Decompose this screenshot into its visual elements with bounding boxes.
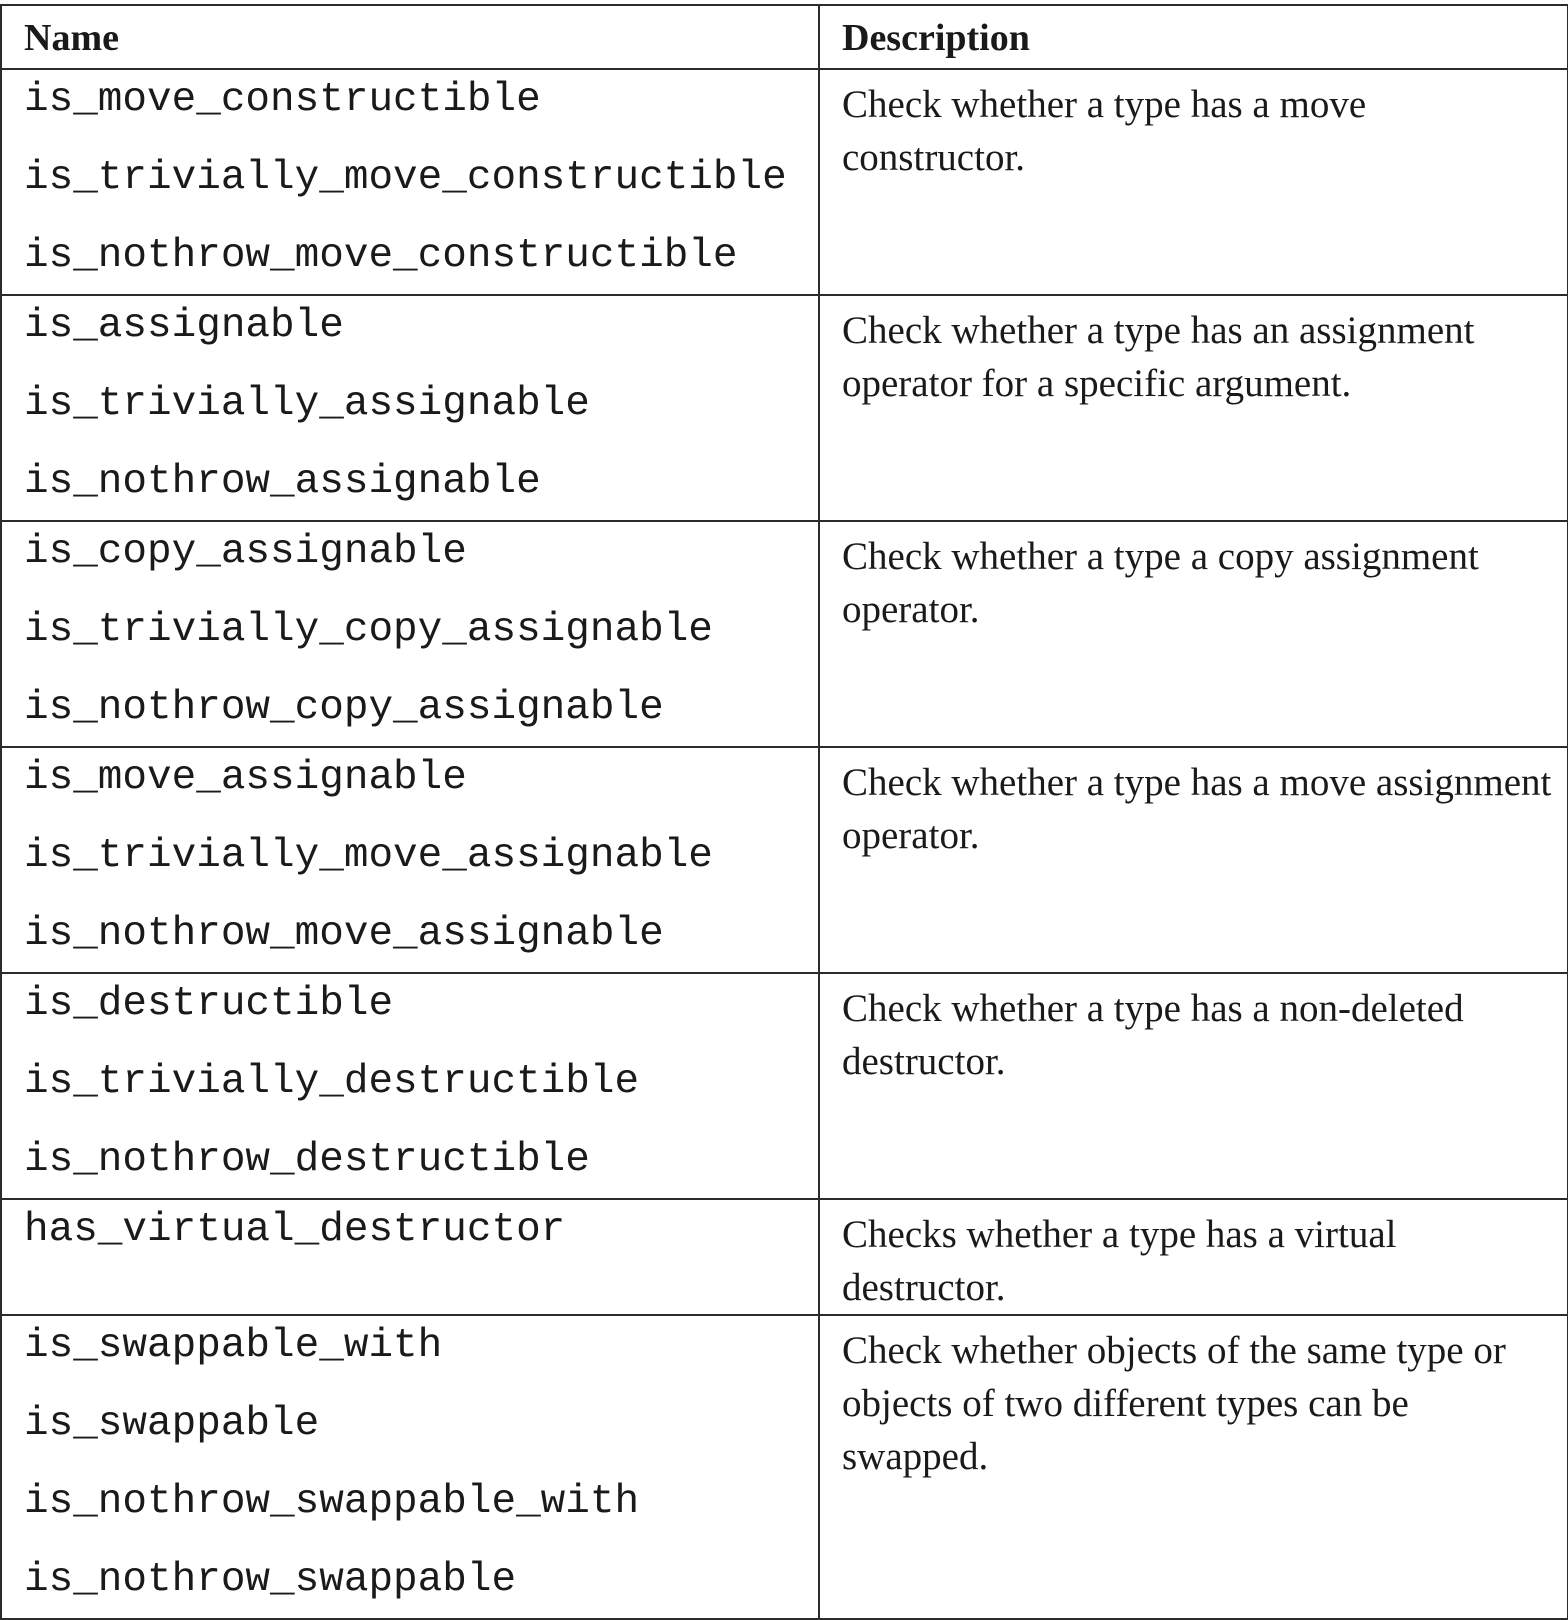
trait-name: is_nothrow_destructible <box>24 1137 590 1183</box>
trait-name: is_nothrow_swappable_with <box>24 1479 640 1525</box>
name-cell: has_virtual_destructor <box>0 1198 820 1316</box>
trait-name: is_move_constructible <box>24 77 541 123</box>
trait-name: is_destructible <box>24 981 394 1027</box>
description-cell: Checks whether a type has a virtual dest… <box>818 1198 1568 1316</box>
trait-name: is_trivially_copy_assignable <box>24 607 713 653</box>
trait-name: is_nothrow_move_constructible <box>24 233 738 279</box>
trait-name: is_nothrow_swappable <box>24 1557 517 1603</box>
name-cell: is_destructible is_trivially_destructibl… <box>0 972 820 1200</box>
description-column-header: Description <box>818 4 1568 70</box>
description-cell: Check whether objects of the same type o… <box>818 1314 1568 1620</box>
header-row: Name Description <box>0 4 1568 70</box>
trait-name: is_trivially_move_assignable <box>24 833 713 879</box>
table-row: is_move_constructible is_trivially_move_… <box>0 68 1568 296</box>
trait-description: Check whether objects of the same type o… <box>842 1329 1506 1478</box>
type-traits-table: Name Description is_move_constructible i… <box>0 4 1568 1620</box>
description-cell: Check whether a type has a move construc… <box>818 68 1568 296</box>
trait-description: Check whether a type has a move assignme… <box>842 761 1552 857</box>
trait-description: Checks whether a type has a virtual dest… <box>842 1213 1397 1309</box>
name-cell: is_assignable is_trivially_assignable is… <box>0 294 820 522</box>
trait-description: Check whether a type has a move construc… <box>842 83 1367 179</box>
name-cell: is_swappable_with is_swappable is_nothro… <box>0 1314 820 1620</box>
trait-name: is_swappable <box>24 1401 320 1447</box>
trait-description: Check whether a type has a non-deleted d… <box>842 987 1464 1083</box>
trait-name: is_trivially_assignable <box>24 381 590 427</box>
trait-description: Check whether a type has an assignment o… <box>842 309 1475 405</box>
trait-name: is_nothrow_copy_assignable <box>24 685 664 731</box>
trait-name: is_nothrow_assignable <box>24 459 541 505</box>
name-column-header: Name <box>0 4 820 70</box>
name-cell: is_move_constructible is_trivially_move_… <box>0 68 820 296</box>
trait-name: is_move_assignable <box>24 755 467 801</box>
description-cell: Check whether a type has a non-deleted d… <box>818 972 1568 1200</box>
description-cell: Check whether a type has a move assignme… <box>818 746 1568 974</box>
trait-name: is_nothrow_move_assignable <box>24 911 664 957</box>
table-row: is_move_assignable is_trivially_move_ass… <box>0 746 1568 974</box>
table-row: is_destructible is_trivially_destructibl… <box>0 972 1568 1200</box>
table-row: is_swappable_with is_swappable is_nothro… <box>0 1314 1568 1620</box>
name-cell: is_copy_assignable is_trivially_copy_ass… <box>0 520 820 748</box>
trait-name: is_copy_assignable <box>24 529 467 575</box>
table-row: is_assignable is_trivially_assignable is… <box>0 294 1568 522</box>
description-cell: Check whether a type has an assignment o… <box>818 294 1568 522</box>
trait-name: is_trivially_move_constructible <box>24 155 787 201</box>
trait-name: is_assignable <box>24 303 344 349</box>
table-row: is_copy_assignable is_trivially_copy_ass… <box>0 520 1568 748</box>
trait-name: has_virtual_destructor <box>24 1207 566 1253</box>
table-row: has_virtual_destructor Checks whether a … <box>0 1198 1568 1316</box>
trait-name: is_trivially_destructible <box>24 1059 640 1105</box>
trait-name: is_swappable_with <box>24 1323 443 1369</box>
description-cell: Check whether a type a copy assignment o… <box>818 520 1568 748</box>
name-cell: is_move_assignable is_trivially_move_ass… <box>0 746 820 974</box>
trait-description: Check whether a type a copy assignment o… <box>842 535 1479 631</box>
